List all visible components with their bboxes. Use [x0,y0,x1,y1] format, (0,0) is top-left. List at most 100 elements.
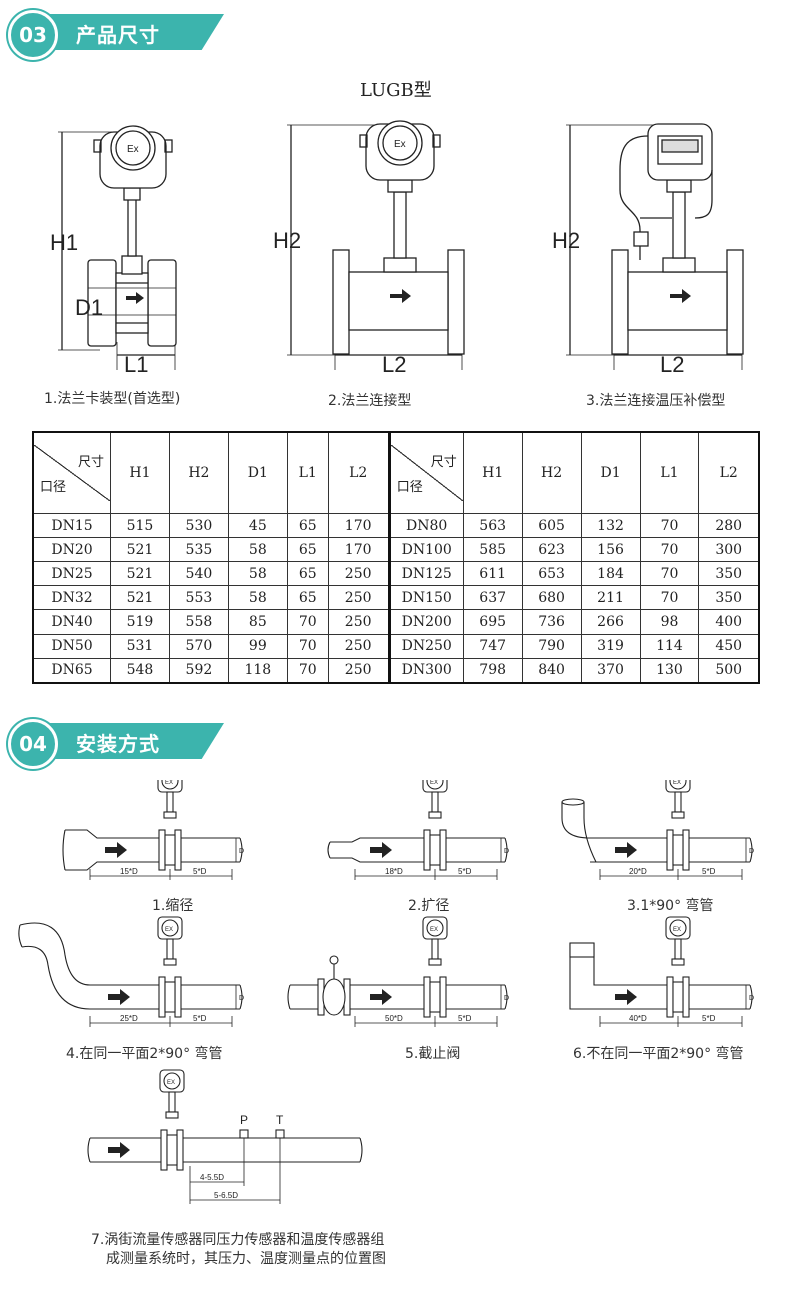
upstream-length: 40*D [629,1014,647,1023]
downstream-length: 5*D [458,867,472,876]
table-cell: 118 [227,657,288,684]
table-cell: 114 [639,633,700,659]
table-cell: 70 [639,561,700,587]
table-cell: 70 [286,657,329,684]
install-caption: 2.扩径 [408,898,450,914]
table-cell: DN65 [32,657,111,684]
table-cell: 623 [521,537,582,563]
table-cell: 184 [580,561,641,587]
column-header: H2 [168,431,229,515]
table-cell: 653 [521,561,582,587]
table-cell: 736 [521,609,582,635]
section-header-installation: 04 安装方式 [8,719,228,769]
install-caption: 5.截止阀 [405,1046,461,1062]
dimension-table: 尺寸口径 H1 H2 D1 L1 L2 尺寸口径 H1 H2 D1 L1 L2 … [32,431,760,684]
table-cell: 211 [580,585,641,611]
ex-badge: EX [165,927,173,933]
table-cell: 170 [327,513,390,539]
section-band [38,723,224,759]
corner-bottom-label: 口径 [396,480,423,496]
table-cell: 521 [110,585,170,611]
temperature-point-label: T [276,1113,284,1127]
section-header-dimensions: 03 产品尺寸 [8,10,228,60]
figure-2-flange-connect [287,120,465,370]
ex-badge: EX [165,780,173,786]
install-caption-7b: 成测量系统时，其压力、温度测量点的位置图 [106,1251,386,1267]
table-cell: 250 [327,657,390,684]
diameter-label: D [504,848,509,855]
table-cell: 70 [639,585,700,611]
table-cell: 840 [521,657,582,684]
table-cell: 70 [639,537,700,563]
figure-caption: 2.法兰连接型 [328,393,412,409]
table-cell: 695 [462,609,523,635]
table-cell: 70 [286,633,329,659]
install-caption: 6.不在同一平面2*90° 弯管 [573,1046,744,1062]
table-cell: DN150 [387,585,464,611]
table-cell: 266 [580,609,641,635]
section-number: 03 [8,10,58,60]
pressure-distance: 4-5.5D [200,1173,224,1182]
table-cell: 58 [227,561,288,587]
install-caption: 1.缩径 [152,898,194,914]
table-cell: DN50 [32,633,111,659]
figure-caption: 1.法兰卡装型(首选型) [44,391,181,407]
install-caption: 4.在同一平面2*90° 弯管 [66,1046,223,1062]
figure-1-flange-clamp [58,125,177,370]
install-caption: 3.1*90° 弯管 [627,898,714,914]
table-cell: 70 [286,609,329,635]
table-cell: DN300 [387,657,464,684]
table-cell: 300 [698,537,760,563]
ex-badge: EX [673,780,681,786]
diameter-label: D [749,995,754,1002]
table-cell: 570 [168,633,229,659]
diameter-label: D [504,995,509,1002]
section-title: 安装方式 [76,732,160,756]
downstream-length: 5*D [458,1014,472,1023]
label-l1: L1 [124,352,148,377]
table-cell: 58 [227,585,288,611]
figure-3-compensated [566,123,744,370]
table-cell: 521 [110,561,170,587]
figure-caption: 3.法兰连接温压补偿型 [586,393,726,409]
column-header: L2 [327,431,390,515]
table-cell: 65 [286,513,329,539]
table-cell: 350 [698,585,760,611]
corner-bottom-label: 口径 [40,480,67,496]
diameter-label: D [749,848,754,855]
column-header: H1 [462,431,523,515]
table-cell: 132 [580,513,641,539]
table-cell: 500 [698,657,760,684]
section-number: 04 [8,719,58,769]
table-cell: 637 [462,585,523,611]
diameter-label: D [239,848,244,855]
table-cell: 680 [521,585,582,611]
table-cell: 747 [462,633,523,659]
product-drawings: H1 D1 L1 H2 L2 H2 L2 Ex Ex [50,120,744,377]
table-cell: 85 [227,609,288,635]
table-cell: 156 [580,537,641,563]
ex-badge: EX [430,780,438,786]
table-cell: 790 [521,633,582,659]
table-cell: 553 [168,585,229,611]
column-header: L1 [639,431,700,515]
section-title: 产品尺寸 [76,23,160,47]
table-cell: 548 [110,657,170,684]
table-cell: 519 [110,609,170,635]
label-d1: D1 [75,295,103,320]
table-cell: 280 [698,513,760,539]
upstream-length: 20*D [629,867,647,876]
table-cell: 521 [110,537,170,563]
table-cell: DN125 [387,561,464,587]
label-h2: H2 [273,228,301,253]
table-cell: 592 [168,657,229,684]
upstream-length: 18*D [385,867,403,876]
table-cell: 250 [327,633,390,659]
